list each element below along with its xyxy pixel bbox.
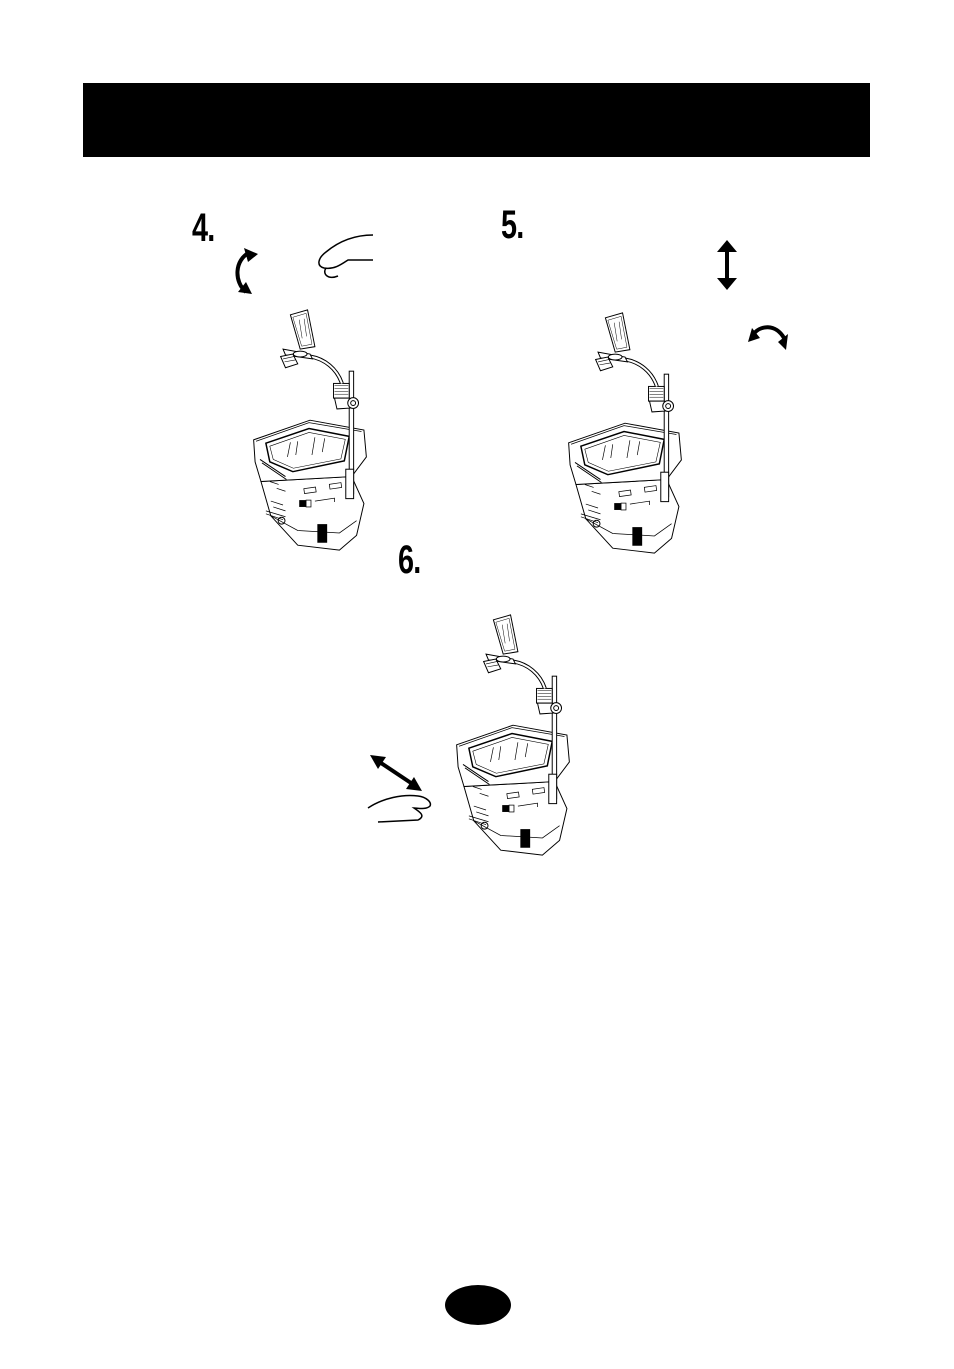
header-bar bbox=[83, 83, 870, 157]
rotate-knob-arrows-icon bbox=[748, 322, 788, 356]
horizontal-arrows-icon bbox=[370, 755, 422, 791]
hand-icon bbox=[298, 230, 378, 285]
page-number-badge bbox=[445, 1285, 511, 1325]
step-4-illustration bbox=[195, 305, 425, 555]
step-5-label: 5. bbox=[501, 205, 524, 245]
rotate-arrows-icon bbox=[228, 248, 260, 296]
step-5-illustration bbox=[510, 308, 740, 558]
vertical-arrows-icon bbox=[715, 240, 739, 290]
hand-icon-step-6 bbox=[368, 788, 438, 828]
step-6-label: 6. bbox=[398, 540, 421, 580]
step-4-label: 4. bbox=[192, 208, 215, 248]
